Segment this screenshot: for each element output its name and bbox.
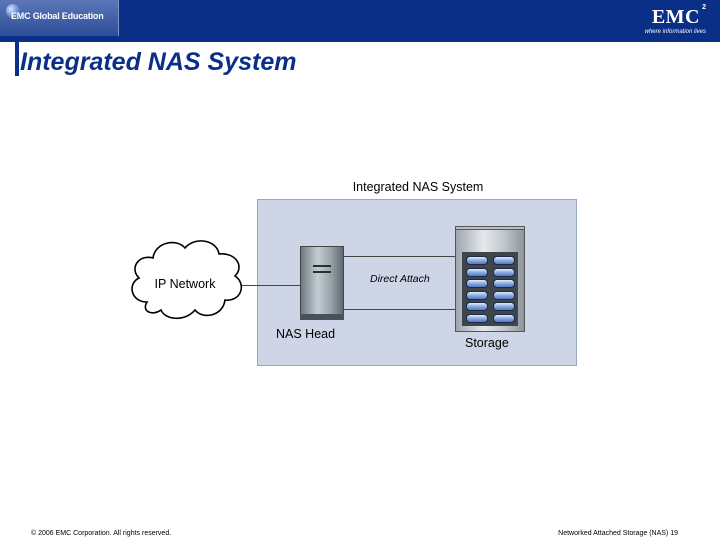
page-title: Integrated NAS System — [20, 48, 297, 76]
server-slot — [313, 265, 331, 267]
disk-drive-icon — [493, 267, 515, 277]
connection-line-network-to-head — [237, 285, 301, 286]
emc-tagline: where information lives — [644, 29, 706, 35]
disk-drive-icon — [466, 302, 488, 311]
disk-drive-icon — [466, 267, 488, 277]
disk-drive-icon — [493, 290, 515, 300]
logo-text: EMC Global Education — [11, 11, 104, 21]
emc-logo: EMC 2 where information lives — [606, 4, 706, 39]
globe-icon — [6, 4, 20, 18]
copyright-footer: © 2006 EMC Corporation. All rights reser… — [31, 530, 172, 537]
disk-drive-icon — [466, 290, 488, 300]
disk-drive-icon — [493, 279, 515, 288]
diagram-title: Integrated NAS System — [352, 180, 484, 194]
disk-drive-icon — [466, 279, 488, 288]
server-base — [300, 314, 344, 320]
disk-drive-icon — [493, 256, 515, 265]
ip-network-cloud-icon — [131, 240, 243, 320]
header-bar: EMC Global Education EMC 2 where informa… — [0, 0, 720, 42]
emc-word: EMC — [651, 6, 700, 28]
page-info-footer: Networked Attached Storage (NAS) 19 — [558, 530, 678, 537]
emc-global-education-logo: EMC Global Education — [0, 0, 119, 36]
disk-drive-icon — [466, 256, 488, 265]
emc-superscript: 2 — [702, 4, 706, 11]
nas-head-server-icon — [300, 246, 344, 320]
server-slot — [313, 271, 331, 273]
drive-bay — [462, 252, 518, 326]
disk-drive-icon — [493, 302, 515, 311]
title-accent-bar — [15, 42, 19, 76]
ip-network-label: IP Network — [154, 277, 216, 291]
disk-drive-icon — [466, 313, 488, 323]
storage-label: Storage — [465, 336, 509, 350]
disk-drive-icon — [493, 313, 515, 323]
nas-head-label: NAS Head — [276, 327, 336, 341]
direct-attach-label: Direct Attach — [370, 273, 430, 285]
connection-line-head-to-storage-upper — [343, 256, 457, 257]
connection-line-head-to-storage-lower — [343, 309, 457, 310]
